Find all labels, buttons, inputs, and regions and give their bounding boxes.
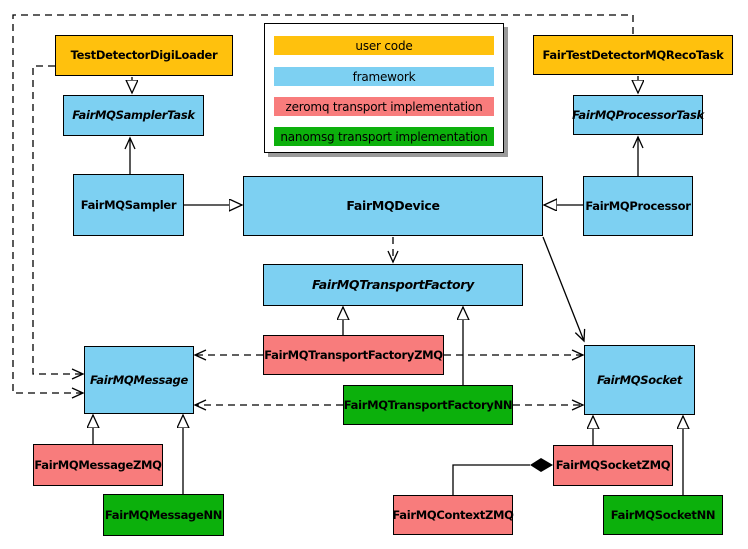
class-box-fairmqcontextzmq: FairMQContextZMQ (392, 495, 514, 535)
composition-diamond (530, 458, 553, 472)
class-box-fairmqmessage: FairMQMessage (84, 346, 194, 414)
edge-recotask-to-message (12, 14, 634, 399)
class-box-fairmqtransportfactorynn: FairMQTransportFactoryNN (343, 385, 513, 425)
class-box-fairmqprocessortask: FairMQProcessorTask (572, 95, 704, 135)
class-box-fairmqdevice: FairMQDevice (243, 176, 543, 236)
class-box-fairmqsocketzmq: FairMQSocketZMQ (553, 445, 673, 486)
class-box-fairtestdetectormqrecotask: FairTestDetectorMQRecoTask (533, 35, 733, 75)
class-box-fairmqtransportfactoryzmq: FairMQTransportFactoryZMQ (263, 335, 444, 375)
legend-item-framework: framework (274, 67, 494, 86)
class-box-fairmqmessagenn: FairMQMessageNN (103, 494, 224, 536)
legend: user code framework zeromq transport imp… (264, 23, 504, 153)
edge-device-to-socket (542, 236, 586, 343)
class-box-fairmqsampler: FairMQSampler (73, 174, 184, 236)
class-box-fairmqsocketnn: FairMQSocketNN (603, 495, 723, 535)
class-box-fairmqmessagezmq: FairMQMessageZMQ (33, 444, 163, 486)
edge-digiloader-to-message (32, 65, 85, 380)
edge-contextzmq-to-socketzmq (452, 464, 530, 495)
class-box-fairmqtransportfactory: FairMQTransportFactory (263, 264, 523, 306)
legend-item-zeromq: zeromq transport implementation (274, 97, 494, 116)
class-box-fairmqsocket: FairMQSocket (584, 345, 695, 415)
class-box-fairmqsamplertask: FairMQSamplerTask (63, 95, 204, 136)
class-box-testdetectordigiloader: TestDetectorDigiLoader (55, 35, 233, 76)
class-box-fairmqprocessor: FairMQProcessor (583, 176, 693, 236)
legend-item-nanomsg: nanomsg transport implementation (274, 127, 494, 146)
legend-item-user-code: user code (274, 36, 494, 55)
